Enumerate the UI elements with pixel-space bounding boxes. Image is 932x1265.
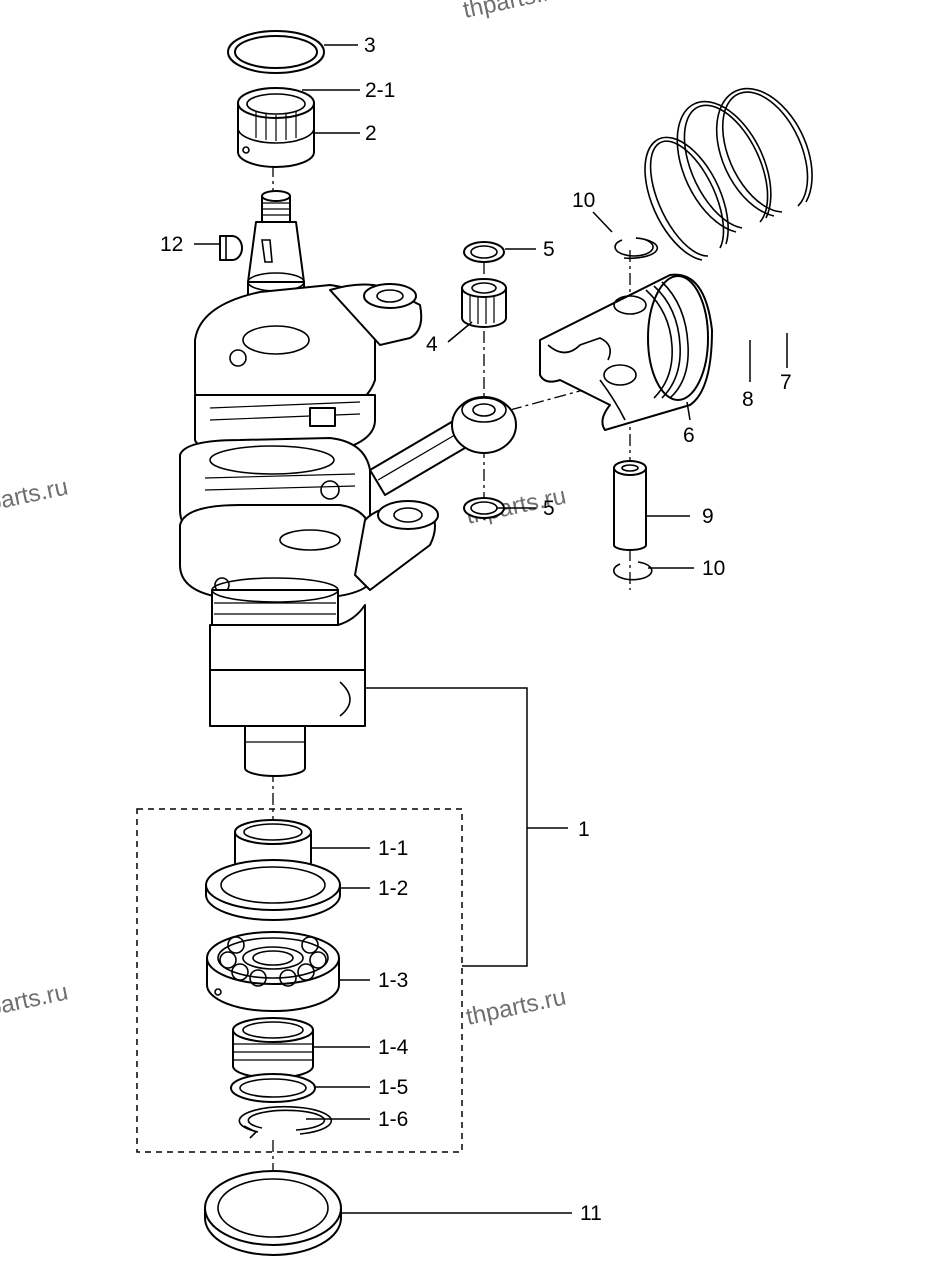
bearing-kit-group	[136, 808, 463, 1153]
label-1-3: 1-3	[378, 969, 408, 992]
part-6-piston	[539, 273, 713, 431]
label-9: 9	[702, 505, 714, 528]
label-2: 2	[365, 122, 377, 145]
part-2-bearing-housing	[237, 87, 315, 168]
label-4: 4	[426, 333, 438, 356]
label-3: 3	[364, 34, 376, 57]
connecting-rods	[354, 396, 517, 591]
watermark-center-bottom: thparts.ru	[464, 983, 569, 1030]
label-12: 12	[160, 233, 183, 256]
label-5-bottom: 5	[543, 497, 555, 520]
label-1: 1	[578, 818, 590, 841]
watermark-left-mid: thparts.ru	[0, 473, 70, 520]
label-1-2: 1-2	[378, 877, 408, 900]
part-11-thrust-plate	[204, 1170, 342, 1256]
label-5-top: 5	[543, 238, 555, 261]
label-7: 7	[780, 371, 792, 394]
label-1-4: 1-4	[378, 1036, 409, 1059]
part-9-piston-pin	[613, 460, 647, 551]
watermark-top: thparts.ru	[461, 0, 566, 24]
part-1-6-snap-ring	[238, 1105, 333, 1139]
watermark-left-bottom: thparts.ru	[0, 978, 70, 1025]
leader-lines	[194, 44, 788, 1214]
label-11: 11	[580, 1202, 602, 1225]
part-1-3-ball-bearing	[206, 931, 340, 1012]
part-10-circlips	[613, 237, 659, 581]
label-10-bottom: 10	[702, 557, 725, 580]
label-8: 8	[742, 388, 754, 411]
part-7-ring	[715, 87, 813, 217]
label-1-1: 1-1	[378, 837, 408, 860]
part-4-needle-bearing	[461, 278, 507, 328]
callout-labels: 3 2-1 2 12 5 4 5 6 8 7 9 10 10 1 1-1 1-2…	[160, 34, 792, 1225]
part-12-woodruff-key	[219, 235, 243, 261]
part-1-2-plate	[205, 859, 341, 921]
label-1-5: 1-5	[378, 1076, 408, 1099]
label-2-1: 2-1	[365, 79, 395, 102]
part-1-4-sleeve	[232, 1017, 314, 1079]
part-5-washers	[463, 241, 505, 519]
part-3-o-ring	[227, 30, 325, 74]
label-6: 6	[683, 424, 695, 447]
label-1-6: 1-6	[378, 1108, 408, 1131]
part-8-ring	[644, 100, 772, 261]
kit-dashed-box	[136, 808, 463, 1153]
part-1-crankshaft	[179, 190, 423, 777]
part-1-5-washer	[230, 1073, 316, 1103]
label-10-top: 10	[572, 189, 595, 212]
piston-rings	[644, 87, 813, 261]
